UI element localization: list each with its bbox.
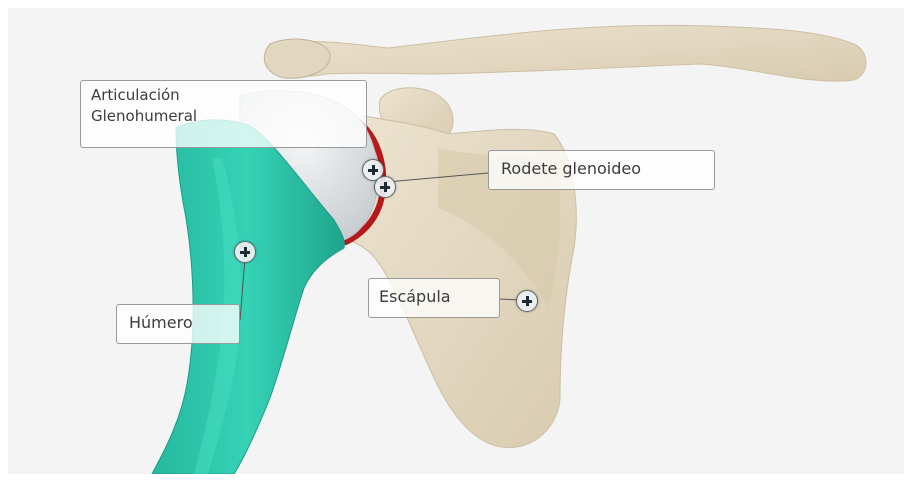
label-rodete-glenoideo[interactable]: Rodete glenoideo [488, 150, 715, 190]
anatomy-viewer[interactable]: Articulación Glenohumeral Rodete glenoid… [8, 8, 904, 474]
plus-circle-icon[interactable] [516, 290, 538, 312]
plus-circle-icon[interactable] [374, 176, 396, 198]
shoulder-model[interactable] [8, 8, 904, 474]
clavicle [266, 25, 866, 81]
label-escapula[interactable]: Escápula [368, 278, 500, 318]
label-humero[interactable]: Húmero [116, 304, 240, 344]
label-articulacion-glenohumeral[interactable]: Articulación Glenohumeral [80, 80, 367, 148]
plus-circle-icon[interactable] [234, 241, 256, 263]
